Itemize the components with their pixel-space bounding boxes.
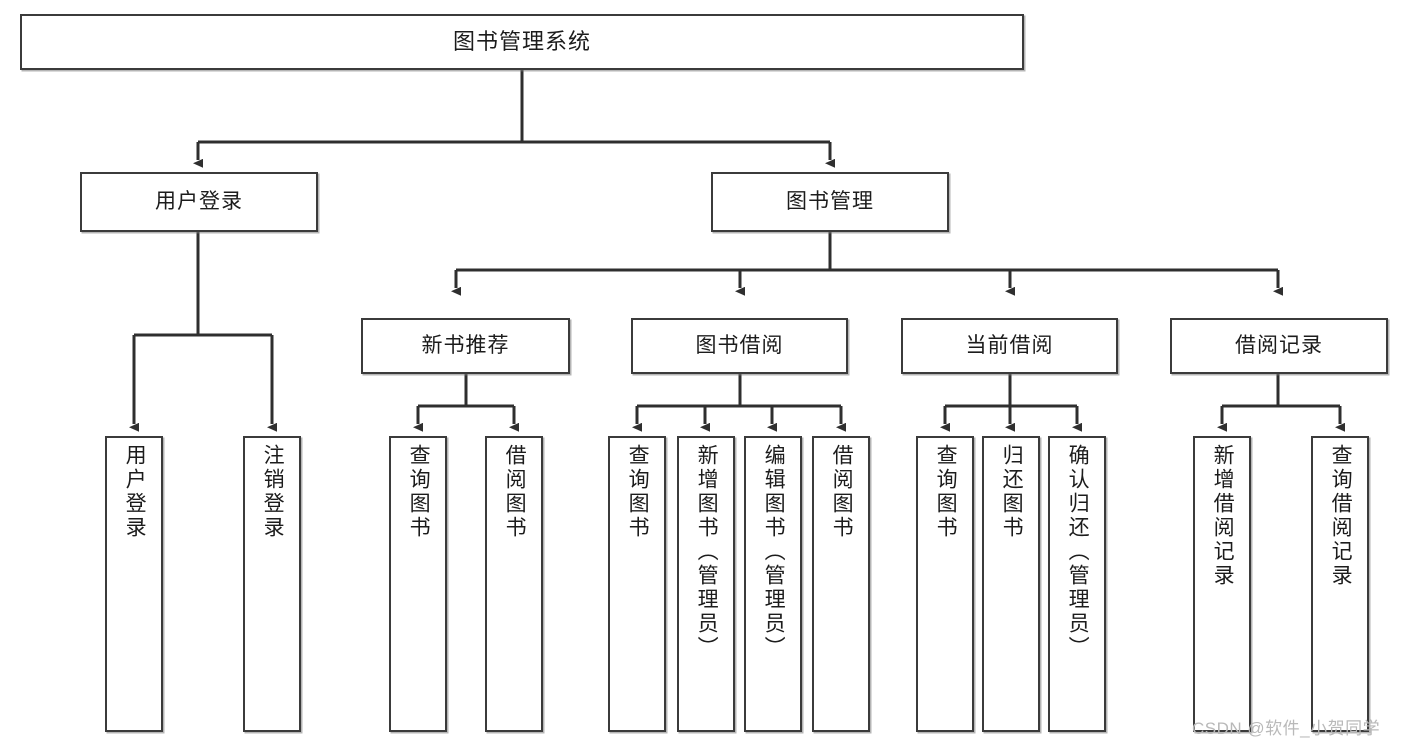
node-label: 借阅记录 [1235,333,1323,357]
node-label: 查询图书 [626,444,650,540]
connector-user-login-to-leaves [129,232,277,432]
node-label: 图书借阅 [695,333,784,357]
node-leaf-confirm-return-admin[interactable]: 确认归还（管理员） [1048,436,1106,732]
node-current-borrow[interactable]: 当前借阅 [901,318,1118,374]
node-label: 借阅图书 [503,444,527,540]
node-label: 借阅图书 [830,444,854,540]
watermark: CSDN @软件_小贺同学 [1192,719,1381,738]
node-leaf-add-borrow-record[interactable]: 新增借阅记录 [1193,436,1251,732]
node-user-login[interactable]: 用户登录 [80,172,318,232]
node-book-borrow[interactable]: 图书借阅 [631,318,848,374]
node-leaf-user-login[interactable]: 用户登录 [105,436,163,732]
node-leaf-borrow-book-recommend[interactable]: 借阅图书 [485,436,543,732]
node-leaf-query-book-current[interactable]: 查询图书 [916,436,974,732]
node-leaf-logout[interactable]: 注销登录 [243,436,301,732]
node-label: 归还图书 [1000,444,1024,540]
node-label: 注销登录 [261,444,285,540]
node-label: 新增借阅记录 [1211,444,1235,588]
node-leaf-add-book-admin[interactable]: 新增图书（管理员） [677,436,735,732]
node-root-book-management-system[interactable]: 图书管理系统 [20,14,1024,70]
node-leaf-return-book[interactable]: 归还图书 [982,436,1040,732]
node-label: 图书管理 [786,189,874,213]
node-leaf-query-book-borrow[interactable]: 查询图书 [608,436,666,732]
node-label: 确认归还（管理员） [1066,444,1090,660]
connector-borrow-record-to-leaves [1217,374,1345,432]
node-label: 新书推荐 [421,333,510,357]
node-leaf-borrow-book[interactable]: 借阅图书 [812,436,870,732]
node-label: 当前借阅 [965,333,1054,357]
node-new-book-recommend[interactable]: 新书推荐 [361,318,570,374]
node-borrow-record[interactable]: 借阅记录 [1170,318,1388,374]
connector-book-borrow-to-leaves [632,374,846,432]
node-label: 新增图书（管理员） [695,444,719,660]
connector-root-to-level2 [193,70,835,168]
node-label: 用户登录 [155,189,243,213]
node-label: 编辑图书（管理员） [762,444,786,660]
node-label: 查询图书 [934,444,958,540]
node-leaf-query-borrow-record[interactable]: 查询借阅记录 [1311,436,1369,732]
connector-book-manage-to-level3 [451,232,1283,296]
node-label: 查询借阅记录 [1329,444,1353,588]
connector-new-book-to-leaves [413,374,519,432]
node-book-management[interactable]: 图书管理 [711,172,949,232]
node-leaf-edit-book-admin[interactable]: 编辑图书（管理员） [744,436,802,732]
node-label: 图书管理系统 [452,29,591,55]
node-label: 查询图书 [407,444,431,540]
connector-current-borrow-to-leaves [940,374,1082,432]
node-label: 用户登录 [123,444,147,540]
node-leaf-query-book-recommend[interactable]: 查询图书 [389,436,447,732]
